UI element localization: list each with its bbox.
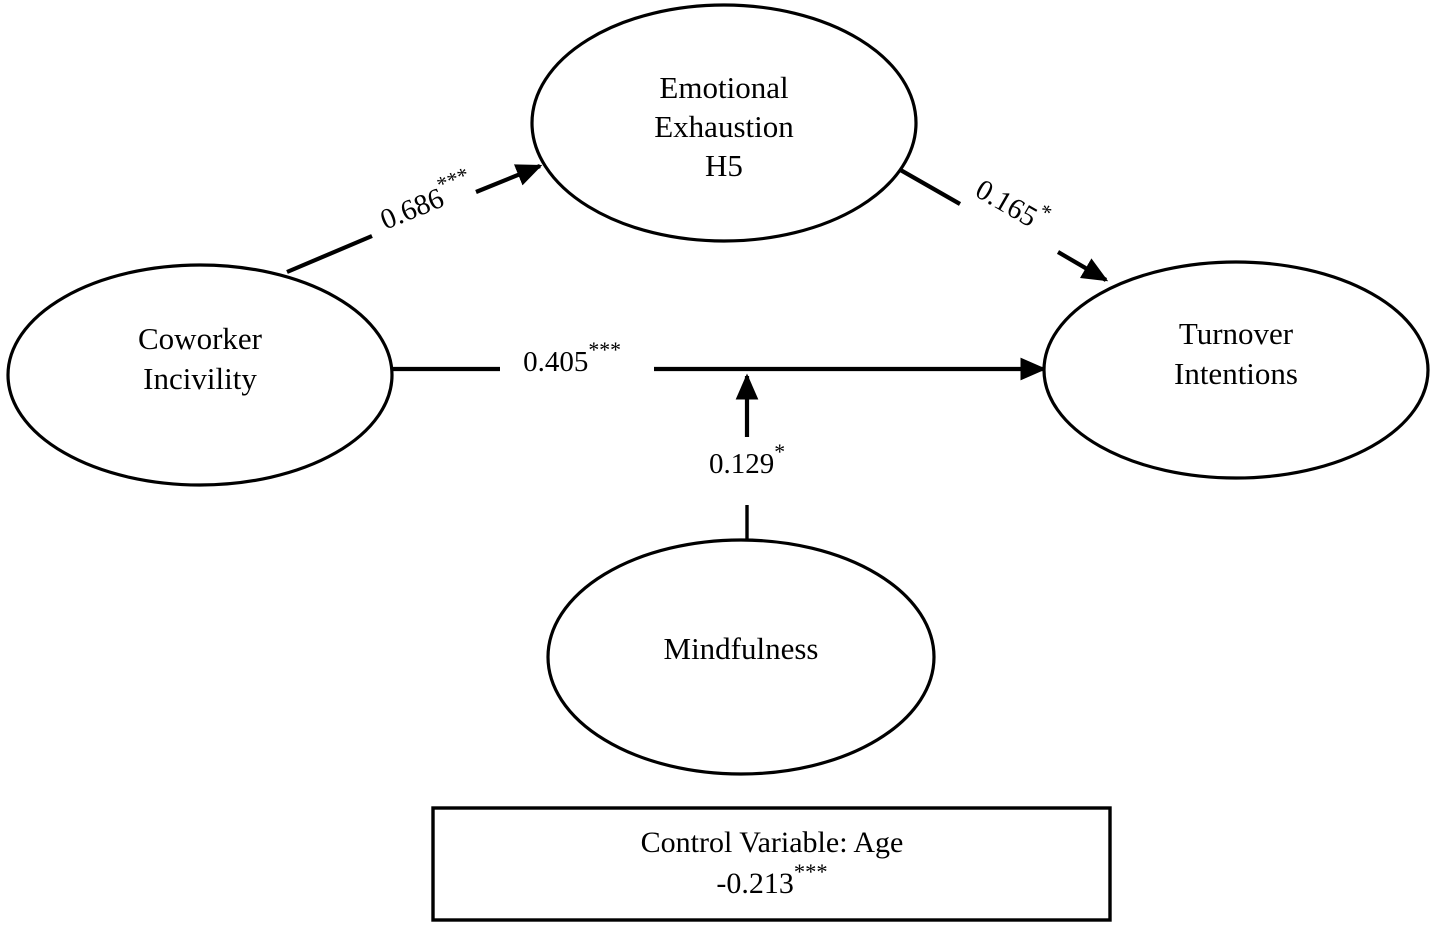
coefficient-value-0129: 0.129 <box>709 448 774 480</box>
path-incivility-to-exhaustion-segment-b <box>475 164 543 194</box>
path-exhaustion-to-turnover-segment-b <box>1056 250 1109 282</box>
control-variable-coefficient: -0.213*** <box>716 859 827 900</box>
node-emotional-exhaustion-label-line1: Emotional <box>659 70 788 105</box>
path-incivility-to-exhaustion-segment-a <box>286 234 373 274</box>
coefficient-label-mindfulness-moderation: 0.129* <box>709 440 785 480</box>
node-turnover-intentions-label-line2: Intentions <box>1174 356 1298 391</box>
significance-stars-0129: * <box>774 440 785 464</box>
coefficient-label-incivility-to-turnover: 0.405*** <box>523 338 621 378</box>
node-emotional-exhaustion-label-hypothesis: H5 <box>705 148 743 183</box>
control-variable-box: Control Variable: Age -0.213*** <box>431 806 1112 922</box>
significance-stars-0405: *** <box>588 338 621 362</box>
node-mindfulness-label: Mindfulness <box>664 631 819 666</box>
path-mindfulness-moderation: 0.129* <box>709 373 785 545</box>
path-exhaustion-to-turnover: 0.165* <box>895 166 1109 282</box>
node-coworker-incivility[interactable]: Coworker Incivility <box>6 263 394 487</box>
coefficient-label-exhaustion-to-turnover: 0.165* <box>970 166 1056 238</box>
node-turnover-intentions-label-line1: Turnover <box>1179 316 1294 351</box>
coefficient-value-0405: 0.405 <box>523 346 588 378</box>
node-emotional-exhaustion-label-line2: Exhaustion <box>654 109 794 144</box>
node-mindfulness[interactable]: Mindfulness <box>546 538 936 776</box>
coefficient-label-incivility-to-exhaustion: 0.686*** <box>373 163 479 236</box>
control-variable-box-border <box>431 806 1112 922</box>
control-variable-significance-stars: *** <box>794 859 828 884</box>
path-exhaustion-to-turnover-segment-a <box>895 166 962 206</box>
node-emotional-exhaustion[interactable]: Emotional Exhaustion H5 <box>530 3 918 243</box>
node-coworker-incivility-ellipse[interactable] <box>6 263 394 487</box>
node-emotional-exhaustion-ellipse[interactable] <box>530 3 918 243</box>
node-mindfulness-ellipse[interactable] <box>546 538 936 776</box>
control-variable-value: -0.213 <box>716 867 794 900</box>
node-turnover-intentions-ellipse[interactable] <box>1042 260 1430 480</box>
coefficient-value-0686: 0.686 <box>376 182 448 236</box>
significance-stars-0686: *** <box>433 163 472 197</box>
node-coworker-incivility-label-line2: Incivility <box>143 361 257 396</box>
node-coworker-incivility-label-line1: Coworker <box>138 321 263 356</box>
path-incivility-to-turnover: 0.405*** <box>390 338 1047 381</box>
path-incivility-to-exhaustion: 0.686*** <box>286 163 543 274</box>
coefficient-value-0165: 0.165 <box>970 173 1043 233</box>
control-variable-title: Control Variable: Age <box>641 826 904 859</box>
node-turnover-intentions[interactable]: Turnover Intentions <box>1042 260 1430 480</box>
